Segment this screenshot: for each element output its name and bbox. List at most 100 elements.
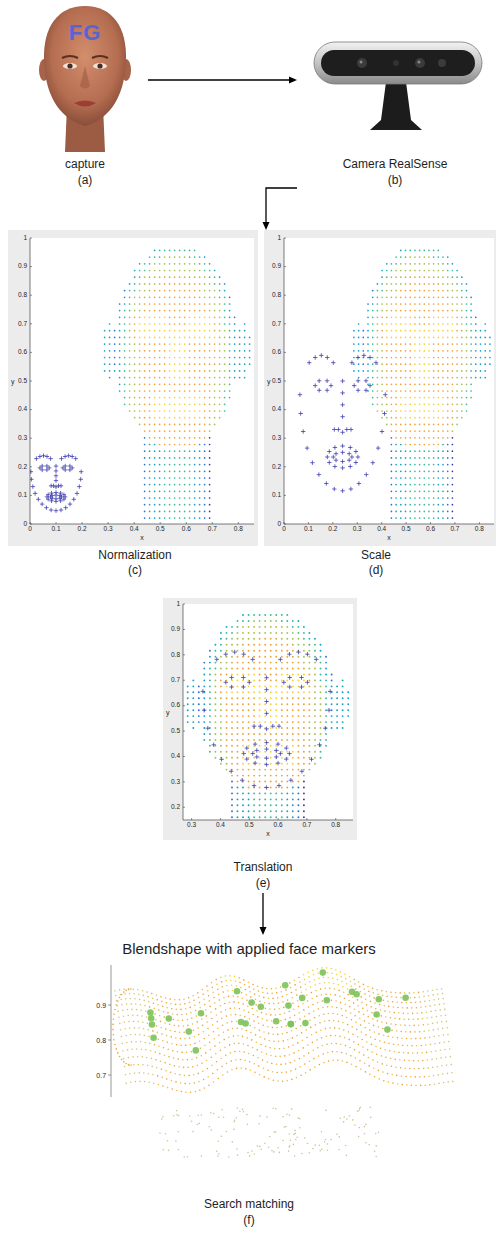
- tick-mark: [30, 295, 32, 296]
- tick-mark: [30, 238, 32, 239]
- tick-label: 0.4: [272, 406, 281, 413]
- eyebrow: [62, 56, 78, 58]
- tick-mark: [284, 381, 286, 382]
- tick-mark: [191, 818, 192, 820]
- plot-axes: [284, 238, 494, 524]
- camera-illustration: [314, 42, 482, 130]
- eyebrow: [92, 56, 108, 58]
- tick-label: 0.6: [182, 526, 191, 533]
- eye: [63, 63, 77, 69]
- surface-points: [147, 977, 429, 1092]
- tick-mark: [108, 1040, 111, 1041]
- face-marker: [150, 1034, 157, 1041]
- cloud-points: [227, 675, 310, 764]
- tick-label: 0.2: [272, 464, 281, 471]
- tick-label: 0.3: [104, 526, 113, 533]
- face-marker: [248, 999, 255, 1006]
- process-step: Scale(d): [256, 230, 496, 578]
- face-marker: [282, 982, 289, 989]
- cloud-points: [210, 615, 326, 820]
- tick-mark: [186, 522, 187, 524]
- axis-label: x: [140, 534, 144, 541]
- tick-label: 0.9: [96, 1002, 106, 1009]
- plot-axes: [30, 238, 254, 524]
- tick-label: 1: [277, 235, 281, 242]
- tick-label: 0.9: [272, 263, 281, 270]
- tick-label: 0.3: [18, 435, 27, 442]
- tick-label: 0.5: [171, 728, 180, 735]
- step-caption: Camera RealSense: [297, 157, 493, 171]
- step-letter: (d): [256, 563, 496, 577]
- tick-mark: [284, 266, 286, 267]
- tick-mark: [30, 466, 32, 467]
- plot-panel: [163, 598, 357, 853]
- camera-front: [321, 50, 475, 76]
- lens-highlight: [418, 61, 421, 64]
- tick-label: 0.7: [302, 822, 311, 829]
- cloud-points: [209, 438, 211, 518]
- tick-mark: [30, 495, 32, 496]
- arrow-head: [289, 77, 297, 84]
- face-marker: [148, 1015, 155, 1022]
- step-caption: Scale: [256, 548, 496, 562]
- tick-label: 0.5: [18, 378, 27, 385]
- cloud-points: [382, 277, 457, 444]
- tick-mark: [335, 818, 336, 820]
- landmark-markers: [201, 650, 333, 790]
- cloud-points: [188, 615, 349, 820]
- plot-axes: [183, 604, 353, 820]
- step-letter: (a): [22, 173, 148, 187]
- panel-title: Blendshape with applied face markers: [46, 940, 452, 958]
- tick-mark: [332, 522, 333, 524]
- tick-mark: [284, 524, 286, 525]
- tick-label: 0.2: [328, 526, 337, 533]
- tick-label: 1: [23, 235, 27, 242]
- tick-mark: [238, 522, 239, 524]
- tick-mark: [108, 522, 109, 524]
- tick-mark: [30, 323, 32, 324]
- tick-mark: [284, 323, 286, 324]
- point-cloud: [188, 615, 349, 820]
- tick-mark: [183, 629, 185, 630]
- tick-mark: [284, 495, 286, 496]
- camera-body: [314, 42, 482, 84]
- tick-mark: [30, 524, 32, 525]
- cloud-points: [135, 277, 215, 444]
- tick-label: 0.3: [187, 822, 196, 829]
- cloud-points: [387, 317, 457, 417]
- step-letter: (b): [297, 173, 493, 187]
- tick-label: 0.5: [272, 378, 281, 385]
- tick-mark: [220, 818, 221, 820]
- tick-mark: [183, 756, 185, 757]
- tick-label: 0.1: [52, 526, 61, 533]
- tick-label: 0.7: [272, 321, 281, 328]
- tick-label: 0.8: [18, 292, 27, 299]
- tick-mark: [30, 352, 32, 353]
- tick-mark: [108, 1005, 111, 1006]
- tick-mark: [30, 409, 32, 410]
- tick-mark: [183, 731, 185, 732]
- tick-mark: [183, 604, 185, 605]
- tick-mark: [82, 522, 83, 524]
- point-cloud: [30, 250, 250, 518]
- tick-mark: [56, 522, 57, 524]
- camera-stand: [370, 82, 422, 130]
- landmark-markers: [30, 454, 83, 513]
- tick-mark: [212, 522, 213, 524]
- tick-label: 0.7: [171, 677, 180, 684]
- tick-label: 0.3: [171, 779, 180, 786]
- face-marker: [299, 995, 306, 1002]
- tick-mark: [454, 522, 455, 524]
- cloud-points: [199, 651, 332, 820]
- tick-label: 0.4: [377, 526, 386, 533]
- blendshape-plot: [108, 965, 453, 1157]
- surface-points: [160, 1107, 379, 1157]
- face-marker: [258, 1004, 265, 1011]
- tick-label: 0.3: [353, 526, 362, 533]
- tick-label: 0.7: [18, 321, 27, 328]
- tick-label: 0.6: [426, 526, 435, 533]
- flow-arrow: [263, 188, 298, 230]
- face-marker: [234, 988, 241, 995]
